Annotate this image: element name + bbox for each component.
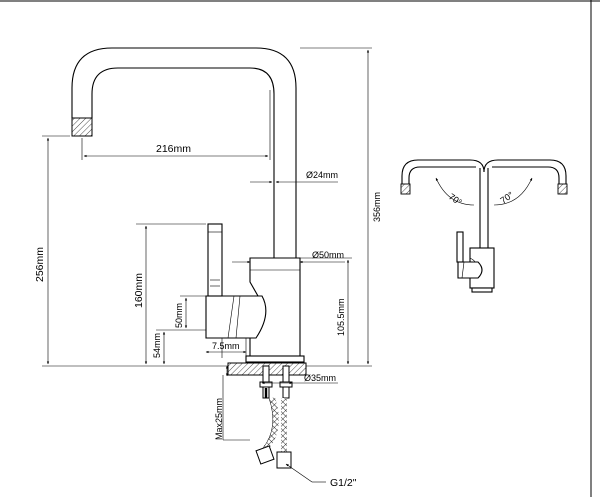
swivel-arc-left [435,177,475,206]
hose-fitting-left [255,445,275,465]
supply-hose-left [263,397,279,450]
swivel-lever [457,261,483,279]
swivel-arc-right [493,177,533,206]
label-base-diameter: Ø35mm [304,373,336,383]
label-max-deck: Max25mm [214,398,224,440]
label-total-height: 356mm [372,192,382,222]
label-spout-diameter: Ø24mm [306,170,338,180]
base-ring [245,355,305,363]
label-lever-height: 54mm [152,333,162,358]
label-spout-reach: 216mm [156,143,191,155]
lever-body [205,295,267,339]
main-side-view: 216mm Ø24mm Ø50mm 356mm 256mm 160mm 105.… [34,47,382,489]
label-swivel-left: 70° [447,191,464,207]
label-body-diameter: Ø50mm [312,250,344,260]
lever-handle [207,223,223,297]
swivel-arm-left [401,159,485,184]
label-connection: G1/2" [330,477,357,489]
swivel-arm-right [483,159,567,184]
label-swivel-right: 70° [498,189,515,205]
label-spout-height: 256mm [34,247,46,282]
spout-outer [71,47,297,258]
label-handle-offset: 50mm [174,303,184,328]
swivel-front-view: 70° 70° [400,159,568,293]
hose-fitting-right [276,451,292,469]
aerator-tip [71,117,93,137]
label-body-height: 105.5mm [336,298,346,336]
label-handle-height: 160mm [133,273,145,308]
spout-inner [91,67,275,258]
swivel-handle [456,231,464,263]
label-handle-width: 7.5mm [212,341,240,351]
